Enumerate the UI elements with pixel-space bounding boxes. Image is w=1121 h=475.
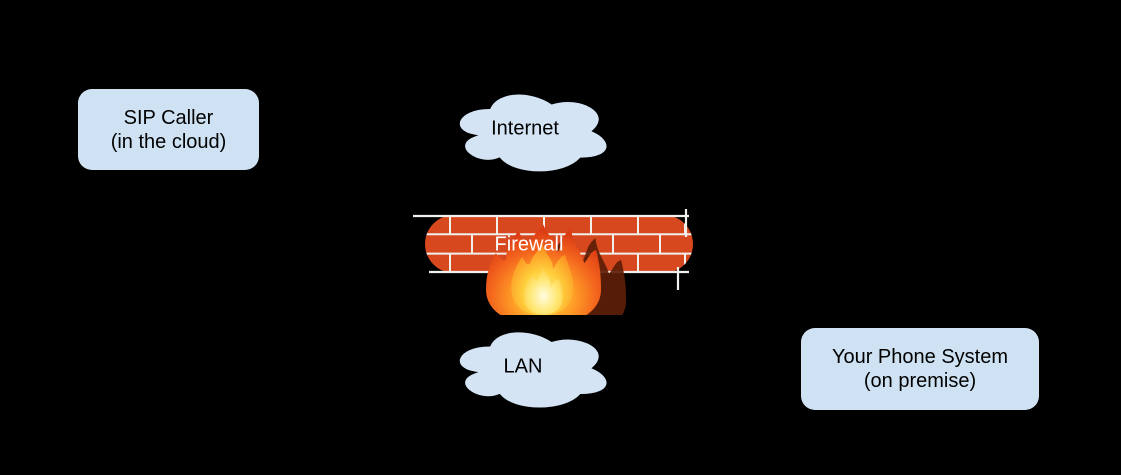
sip-caller-label-line1: SIP Caller — [123, 106, 214, 129]
firewall-label: Firewall — [494, 233, 564, 256]
phone-system-label-line1: Your Phone System — [831, 346, 1009, 368]
firewall-brick-wall-icon — [413, 209, 693, 315]
node-firewall: Firewall — [355, 200, 700, 315]
node-phone-system: Your Phone System (on premise) — [801, 328, 1039, 410]
lan-label: LAN — [503, 355, 543, 378]
node-internet: Internet — [444, 83, 618, 179]
node-sip-caller: SIP Caller (in the cloud) — [78, 89, 259, 170]
node-lan: LAN — [444, 321, 618, 415]
internet-label: Internet — [491, 117, 559, 140]
phone-system-label-line2: (on premise) — [863, 370, 977, 392]
sip-caller-label-line2: (in the cloud) — [110, 130, 227, 153]
